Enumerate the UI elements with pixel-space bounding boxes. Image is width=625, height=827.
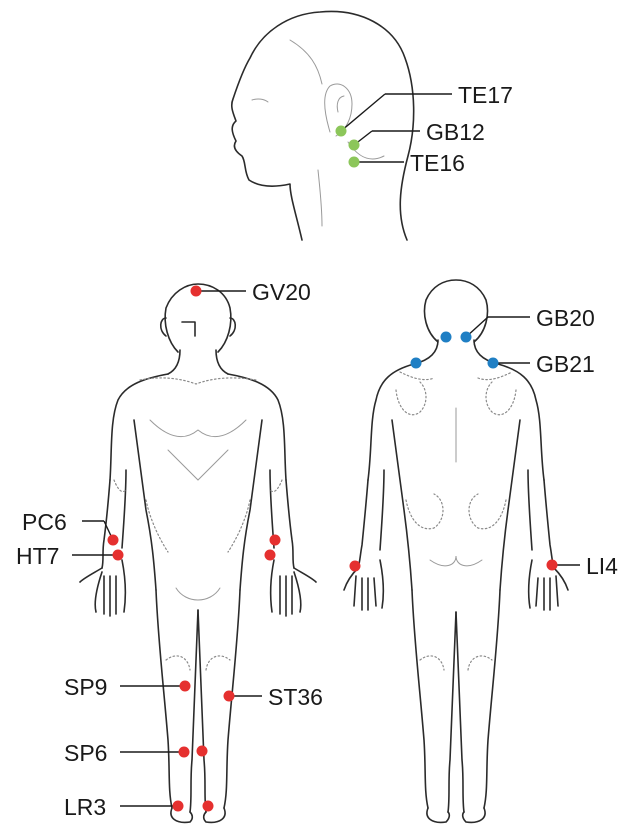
label-li4: LI4 <box>586 553 618 579</box>
point-li4-right <box>546 559 558 571</box>
back-body-figure <box>343 279 569 824</box>
point-li4-left <box>349 560 361 572</box>
head-points <box>335 125 360 168</box>
label-gv20: GV20 <box>252 279 311 305</box>
point-gb20-left <box>440 331 452 343</box>
point-gb12 <box>348 139 360 151</box>
point-st36 <box>223 690 235 702</box>
point-gb20-right <box>460 331 472 343</box>
back-points <box>410 331 499 369</box>
point-lr3-right <box>202 800 214 812</box>
point-sp6-right <box>196 745 208 757</box>
point-labels: TE17 GB12 TE16 GV20 GB20 GB21 PC6 HT7 LI… <box>16 82 618 820</box>
point-ht7-right <box>264 549 276 561</box>
label-te17: TE17 <box>458 82 513 108</box>
label-lr3: LR3 <box>64 794 106 820</box>
label-st36: ST36 <box>268 684 323 710</box>
leader-lines <box>72 93 580 807</box>
point-te16 <box>348 156 360 168</box>
label-gb21: GB21 <box>536 351 595 377</box>
point-gv20 <box>190 285 202 297</box>
point-lr3-left <box>172 800 184 812</box>
label-sp6: SP6 <box>64 740 107 766</box>
point-sp9 <box>179 680 191 692</box>
point-gb21-right <box>487 357 499 369</box>
label-gb20: GB20 <box>536 305 595 331</box>
label-pc6: PC6 <box>22 509 67 535</box>
head-profile-figure <box>230 10 415 241</box>
front-points <box>107 285 558 812</box>
point-te17 <box>335 125 347 137</box>
point-pc6-right <box>269 534 281 546</box>
label-sp9: SP9 <box>64 674 107 700</box>
label-gb12: GB12 <box>426 119 485 145</box>
label-te16: TE16 <box>410 150 465 176</box>
point-sp6-left <box>178 746 190 758</box>
label-ht7: HT7 <box>16 543 59 569</box>
point-gb21-left <box>410 357 422 369</box>
point-ht7-left <box>112 549 124 561</box>
point-pc6-left <box>107 534 119 546</box>
